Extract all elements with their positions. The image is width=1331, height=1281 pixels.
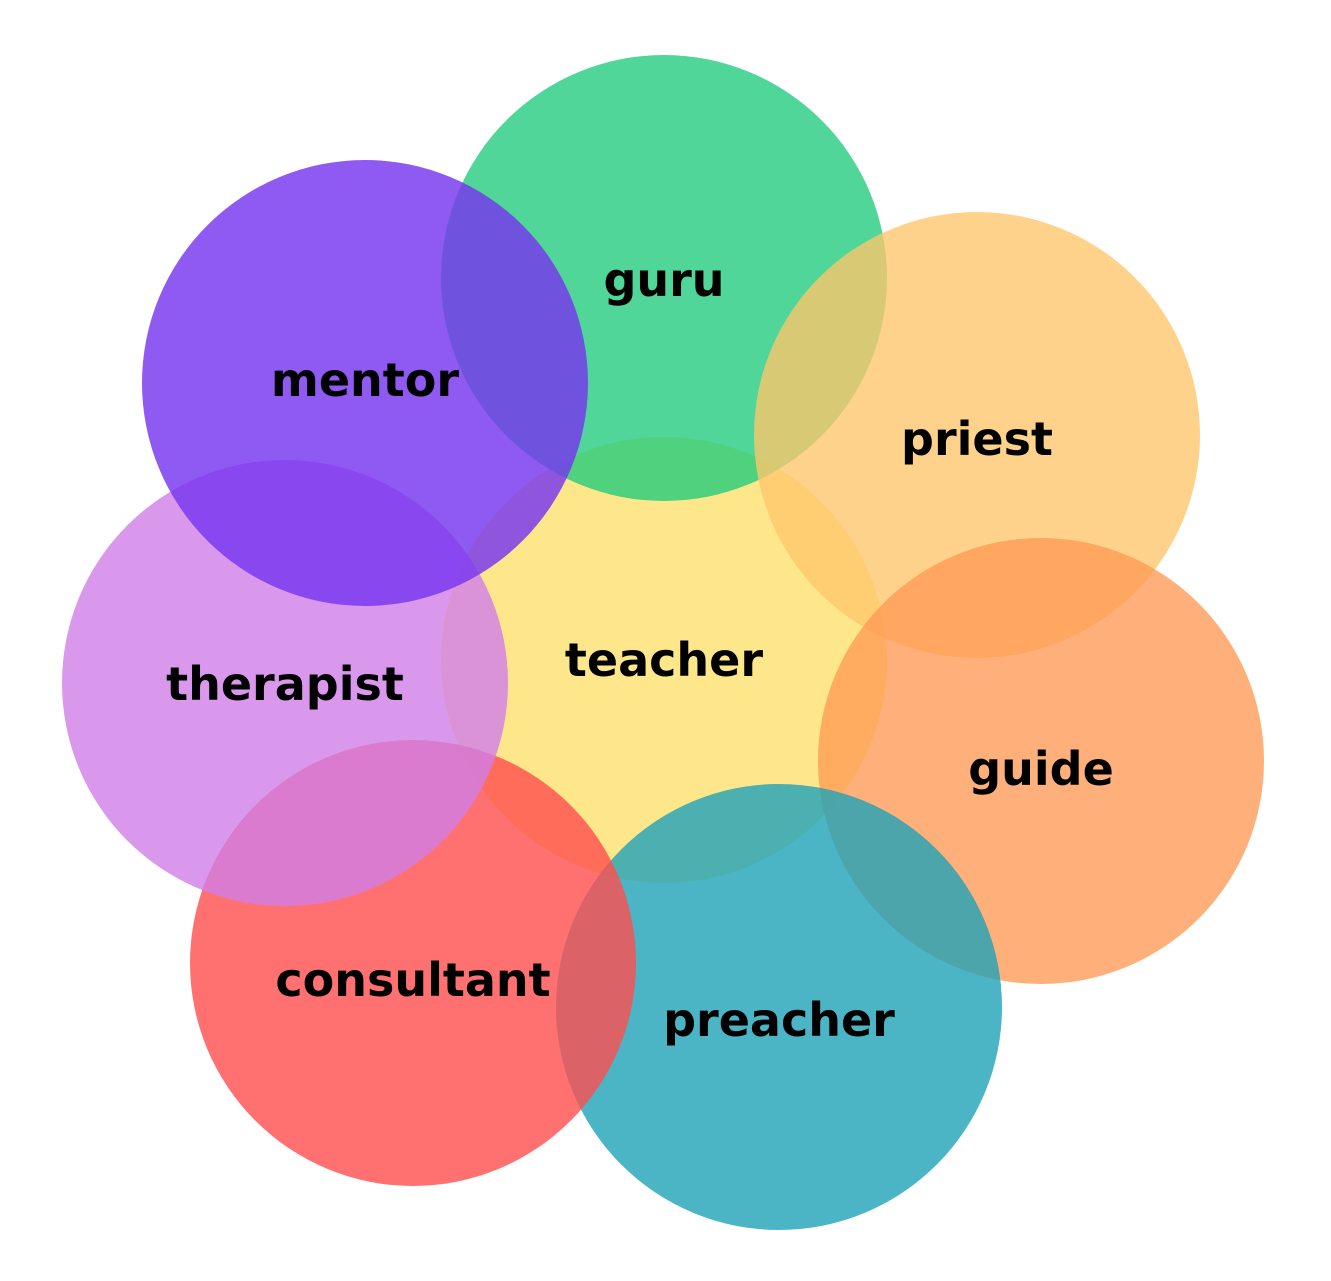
circle-preacher: [556, 784, 1002, 1230]
label-priest: priest: [901, 412, 1053, 466]
label-teacher: teacher: [565, 633, 763, 687]
label-consultant: consultant: [275, 953, 550, 1007]
circle-preacher-shape: [556, 784, 1002, 1230]
label-preacher: preacher: [663, 993, 895, 1047]
circle-teacher-shape: [441, 437, 887, 883]
label-mentor: mentor: [271, 353, 459, 407]
circle-mentor-shape: [142, 160, 588, 606]
label-guru: guru: [603, 253, 724, 307]
circle-teacher: [441, 437, 887, 883]
label-guide: guide: [968, 742, 1114, 796]
label-therapist: therapist: [166, 657, 404, 711]
circle-mentor: [142, 160, 588, 606]
